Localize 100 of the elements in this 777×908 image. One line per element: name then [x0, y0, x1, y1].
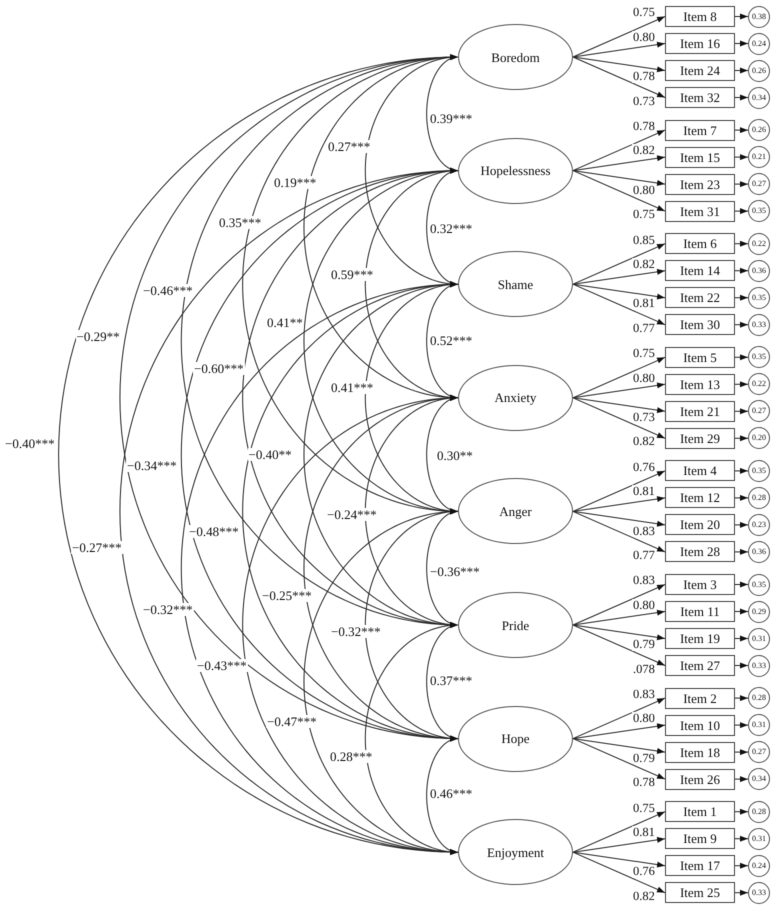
arrow	[734, 181, 748, 188]
error-variance-value: 0.22	[752, 380, 766, 388]
error-variance-value: 0.38	[752, 12, 766, 20]
loading-label: 0.80	[632, 184, 656, 196]
arrow	[734, 127, 748, 134]
error-variance-value: 0.28	[752, 808, 766, 816]
loading-label: 0.83	[632, 524, 656, 538]
correlation-label: −0.48***	[188, 524, 240, 538]
arrow	[572, 16, 666, 58]
item-box	[665, 628, 735, 649]
loading-label: 0.75	[632, 6, 656, 19]
error-variance-value: 0.34	[752, 94, 766, 102]
loading-label: 0.82	[632, 890, 656, 902]
item-box	[665, 33, 735, 54]
item-label: Item 29	[680, 432, 720, 445]
loading-label: 0.83	[632, 574, 656, 587]
error-variance-value: 0.33	[752, 662, 766, 670]
loading-label: 0.79	[632, 638, 656, 651]
correlation-label: 0.35***	[218, 216, 262, 228]
correlation-label: −0.25***	[261, 588, 313, 602]
arrow	[572, 723, 666, 740]
error-variance-value: 0.22	[752, 240, 766, 248]
correlation-label: 0.32***	[429, 222, 474, 234]
arrow	[734, 435, 748, 442]
item-label: Item 14	[680, 264, 720, 278]
item-box	[665, 801, 735, 822]
item-label: Item 5	[683, 350, 717, 364]
arrow	[572, 56, 666, 98]
error-circle	[748, 800, 770, 823]
correlation-label: −0.32***	[330, 624, 382, 638]
factor-name: Pride	[502, 618, 530, 632]
correlation-label: 0.30**	[436, 448, 474, 462]
item-label: Item 26	[680, 772, 720, 786]
arrow	[734, 40, 748, 46]
loading-label: 0.73	[632, 410, 656, 424]
arrow	[734, 94, 748, 100]
item-label: Item 28	[680, 545, 720, 558]
item-box	[665, 174, 735, 195]
arrow	[734, 354, 748, 360]
item-label: Item 12	[680, 491, 720, 504]
loading-label: 0.75	[632, 802, 656, 814]
error-variance-value: 0.24	[752, 40, 766, 48]
error-circle	[748, 173, 770, 196]
item-label: Item 15	[680, 150, 720, 164]
error-circle	[748, 6, 770, 28]
error-variance-value: 0.31	[752, 834, 766, 843]
error-circle	[748, 882, 770, 904]
item-label: Item 18	[680, 746, 720, 759]
arrow	[734, 154, 748, 160]
error-circle	[748, 32, 770, 54]
item-box	[665, 714, 735, 736]
error-circle	[748, 232, 770, 255]
correlation-label: 0.52***	[429, 334, 474, 346]
loading-label: 0.80	[632, 372, 656, 384]
error-variance-value: 0.33	[752, 320, 766, 329]
item-box	[665, 428, 735, 449]
arrow	[572, 42, 666, 58]
error-circle	[748, 427, 770, 450]
item-label: Item 32	[680, 91, 720, 104]
item-box	[665, 287, 735, 308]
arrow	[734, 68, 748, 74]
correlation-label: −0.27***	[71, 540, 123, 554]
arrow	[572, 624, 666, 666]
arrow	[734, 208, 748, 214]
item-box	[665, 768, 735, 790]
correlation-label: −0.43***	[196, 658, 248, 672]
error-variance-value: 0.31	[752, 721, 766, 730]
arrow	[572, 610, 666, 626]
item-box	[665, 120, 735, 141]
loading-label: 0.75	[632, 347, 656, 360]
error-circle	[748, 514, 770, 536]
error-circle	[748, 574, 770, 596]
item-box	[665, 882, 735, 904]
item-box	[665, 346, 735, 368]
loading-label: 0.81	[632, 297, 656, 310]
correlation-label: −0.40***	[4, 436, 56, 450]
item-box	[665, 200, 735, 222]
correlation-label: −0.46***	[142, 284, 194, 296]
correlation-label: −0.36***	[429, 564, 481, 578]
arrow	[734, 890, 748, 896]
item-box	[665, 146, 735, 168]
item-box	[665, 460, 735, 482]
item-box	[665, 688, 735, 709]
arrow	[572, 397, 666, 414]
correlation-label: 0.28***	[329, 750, 374, 762]
arrow	[572, 356, 666, 398]
item-label: Item 9	[683, 832, 717, 846]
error-circle	[748, 60, 770, 82]
error-variance-value: 0.28	[752, 694, 766, 702]
error-circle	[748, 86, 770, 108]
error-circle	[748, 400, 770, 422]
item-box	[665, 260, 735, 282]
error-variance-value: 0.27	[752, 180, 766, 188]
error-variance-value: 0.20	[752, 434, 766, 442]
error-variance-value: 0.28	[752, 494, 766, 502]
item-box	[665, 400, 735, 422]
error-circle	[748, 486, 770, 509]
arrow	[734, 695, 748, 702]
item-label: Item 27	[680, 659, 720, 672]
correlation-label: 0.37***	[429, 674, 474, 686]
